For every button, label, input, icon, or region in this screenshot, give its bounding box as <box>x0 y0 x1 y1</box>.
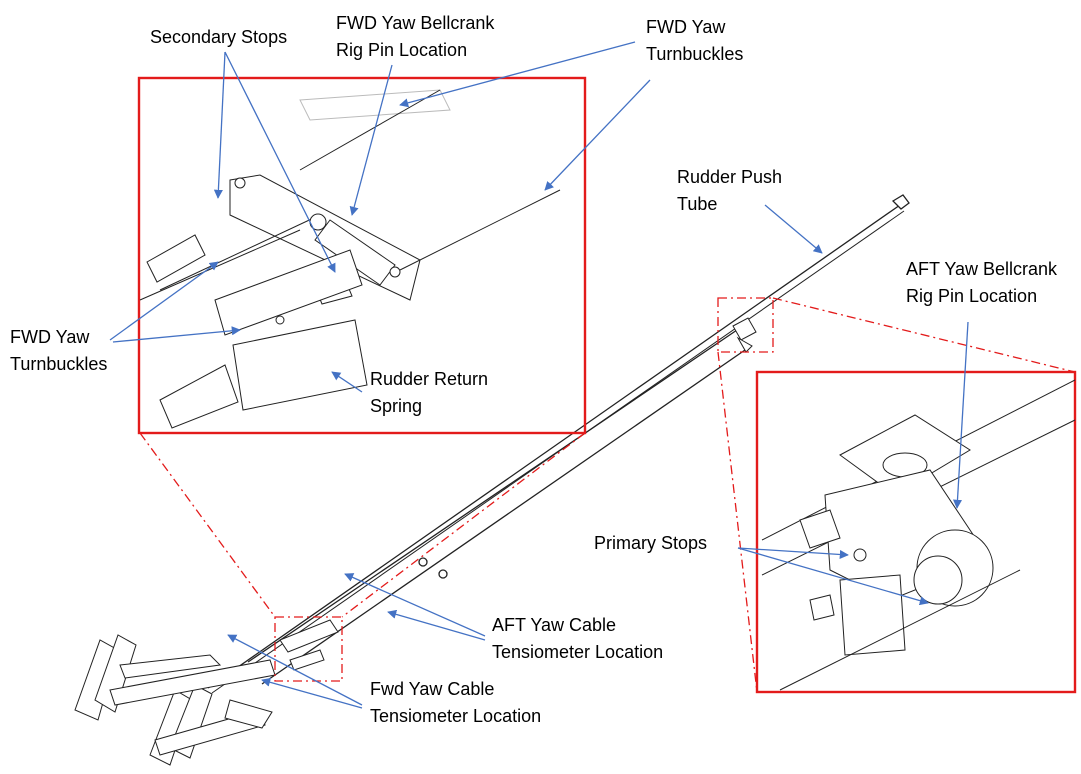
label-fwd-turnbuckles-left: FWD Yaw Turnbuckles <box>10 324 107 378</box>
label-secondary-stops: Secondary Stops <box>150 24 287 51</box>
label-aft-cable-tensiometer: AFT Yaw Cable Tensiometer Location <box>492 612 663 666</box>
fwd-detail-frame <box>137 76 587 435</box>
arrow-fwd-cable-tensiometer-1 <box>227 634 363 706</box>
arrow-aft-cable-tensiometer-2 <box>387 609 486 641</box>
label-fwd-turnbuckles-top-line2: Turnbuckles <box>646 44 744 64</box>
label-rudder-push-tube-line1: Rudder Push <box>677 167 783 187</box>
rudder-pedal-assembly <box>74 619 339 766</box>
aft-zoom-region <box>717 297 774 353</box>
label-aft-bellcrank: AFT Yaw Bellcrank Rig Pin Location <box>906 256 1057 310</box>
label-fwd-bellcrank: FWD Yaw Bellcrank Rig Pin Location <box>336 10 494 64</box>
arrow-fwd-cable-tensiometer-2 <box>261 677 363 709</box>
label-fwd-bellcrank-line1: FWD Yaw Bellcrank <box>336 13 495 33</box>
zoom-connectors <box>139 297 1076 693</box>
arrow-aft-cable-tensiometer-1 <box>344 573 486 637</box>
fwd-zoom-region <box>274 616 343 682</box>
aft-detail-drawing <box>761 379 1076 691</box>
callout-arrows <box>109 41 969 709</box>
fwd-detail-drawing <box>139 89 561 429</box>
arrow-rudder-return-spring <box>331 371 363 393</box>
label-rudder-return-spring-line1: Rudder Return <box>370 369 489 389</box>
label-rudder-push-tube-line2: Tube <box>677 194 718 214</box>
label-aft-bellcrank-line1: AFT Yaw Bellcrank <box>906 259 1058 279</box>
label-secondary-stops-text: Secondary Stops <box>150 27 288 47</box>
arrow-secondary-stops-1 <box>213 51 226 199</box>
label-fwd-bellcrank-line2: Rig Pin Location <box>336 40 468 60</box>
label-fwd-turnbuckles-left-line1: FWD Yaw <box>10 327 90 347</box>
aft-detail-frame <box>755 370 1077 694</box>
label-aft-bellcrank-line2: Rig Pin Location <box>906 286 1038 306</box>
arrow-primary-stops-2 <box>737 547 929 606</box>
arrow-primary-stops-1 <box>737 547 849 560</box>
arrow-fwd-turnbuckles-left-1 <box>109 261 219 341</box>
label-rudder-return-spring: Rudder Return Spring <box>370 366 488 420</box>
arrow-fwd-turnbuckles-top-2 <box>544 79 651 191</box>
arrow-rudder-push-tube <box>764 204 823 254</box>
label-fwd-cable-tensiometer-line1: Fwd Yaw Cable <box>370 679 495 699</box>
label-fwd-cable-tensiometer-line2: Tensiometer Location <box>370 706 542 726</box>
label-fwd-turnbuckles-left-line2: Turnbuckles <box>10 354 108 374</box>
arrow-secondary-stops-2 <box>224 51 336 273</box>
arrow-fwd-turnbuckles-left-2 <box>112 326 241 343</box>
label-rudder-return-spring-line2: Spring <box>370 396 423 416</box>
label-aft-cable-tensiometer-line2: Tensiometer Location <box>492 642 664 662</box>
arrow-fwd-turnbuckles-top-1 <box>399 41 636 108</box>
label-primary-stops: Primary Stops <box>594 530 707 557</box>
label-fwd-turnbuckles-top: FWD Yaw Turnbuckles <box>646 14 743 68</box>
label-fwd-cable-tensiometer: Fwd Yaw Cable Tensiometer Location <box>370 676 541 730</box>
upper-cable <box>247 329 738 663</box>
arrow-aft-bellcrank <box>952 321 969 509</box>
arrow-fwd-bellcrank <box>349 64 393 216</box>
label-primary-stops-text: Primary Stops <box>594 533 708 553</box>
label-rudder-push-tube: Rudder Push Tube <box>677 164 782 218</box>
label-aft-cable-tensiometer-line1: AFT Yaw Cable <box>492 615 617 635</box>
push-tube <box>207 204 901 689</box>
label-fwd-turnbuckles-top-line1: FWD Yaw <box>646 17 726 37</box>
aft-bellcrank-small <box>732 317 757 353</box>
